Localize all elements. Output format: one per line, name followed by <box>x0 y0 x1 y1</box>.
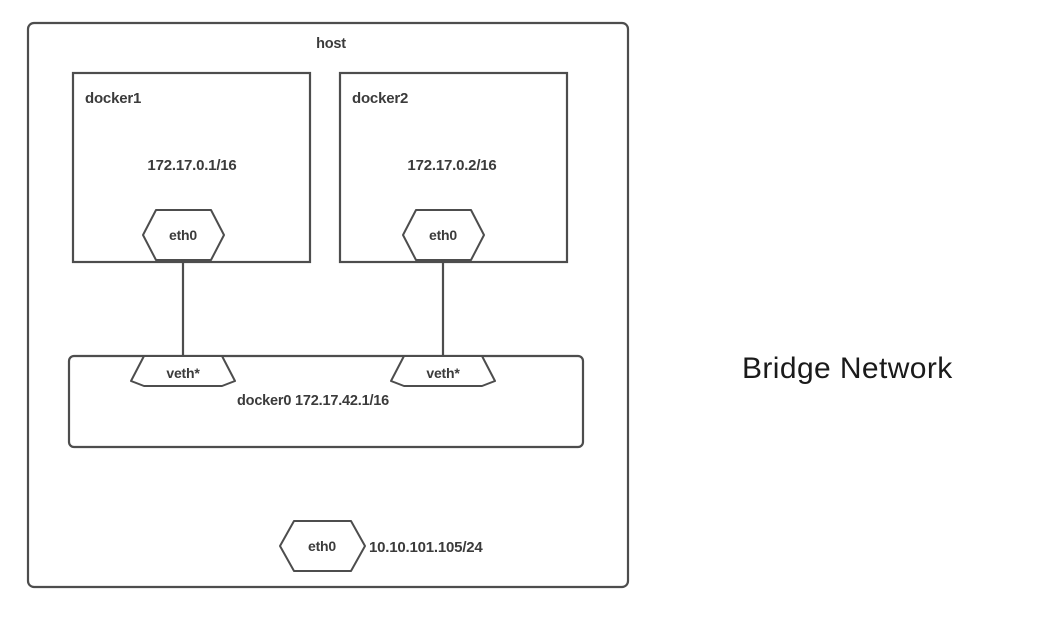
host-uplink-eth0-hexagon <box>279 520 366 572</box>
docker1-name-label: docker1 <box>85 90 141 107</box>
docker1-eth0-hexagon <box>142 209 225 261</box>
host-uplink-eth0-label: eth0 <box>308 538 336 554</box>
docker2-ip-label: 172.17.0.2/16 <box>407 157 496 174</box>
docker2-eth0-label: eth0 <box>429 227 457 243</box>
docker0-bridge-label: docker0 172.17.42.1/16 <box>237 393 389 409</box>
docker2-name-label: docker2 <box>352 90 408 107</box>
docker2-eth0-hexagon <box>402 209 485 261</box>
veth-hexagon-left <box>130 355 236 387</box>
docker1-eth0-label: eth0 <box>169 227 197 243</box>
caption-bridge-network: Bridge Network <box>742 352 953 385</box>
docker1-ip-label: 172.17.0.1/16 <box>147 157 236 174</box>
veth-right-label: veth* <box>426 365 460 381</box>
host-label: host <box>316 36 346 52</box>
host-uplink-ip-label: 10.10.101.105/24 <box>369 539 483 556</box>
veth-left-label: veth* <box>166 365 200 381</box>
veth-hexagon-right <box>390 355 496 387</box>
